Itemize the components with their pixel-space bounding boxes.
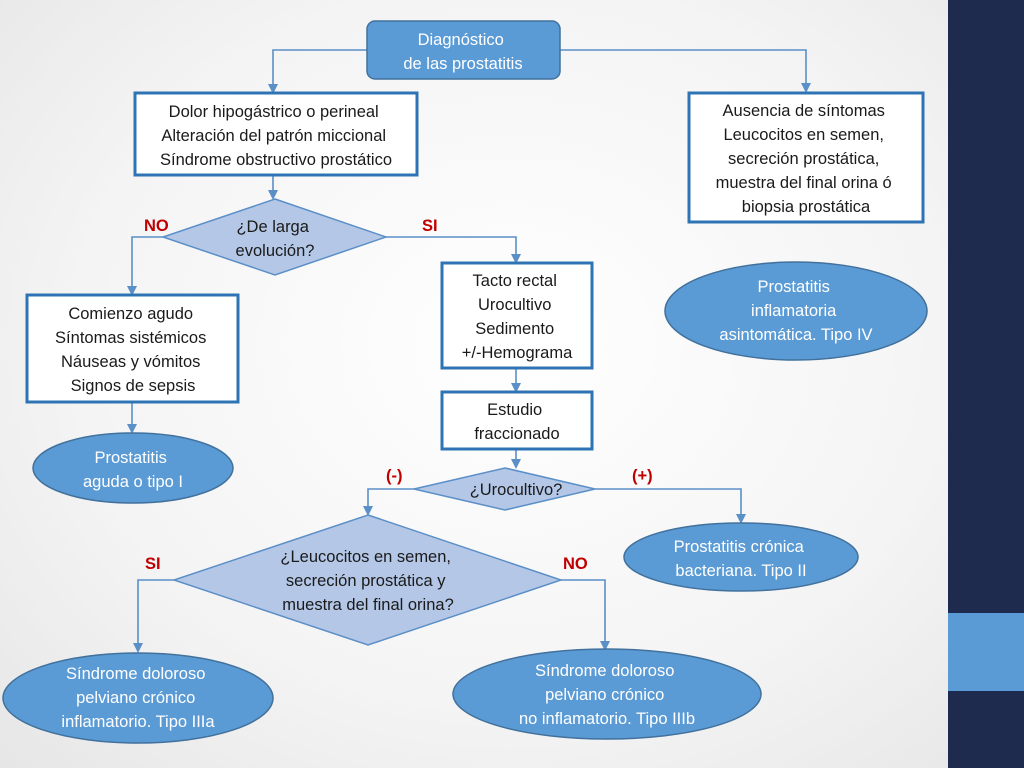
outcome-type3b-text: Síndrome doloroso pelviano crónico no in…: [519, 662, 695, 728]
outcome-type3b-ellipse: [452, 648, 762, 740]
connector-leukocyte-yes: [133, 579, 174, 653]
outcome-type2-ellipse: [623, 522, 859, 592]
acute-findings-box: [25, 293, 240, 404]
sidebar-dark-top: [948, 0, 1024, 613]
leukocyte-no-label: NO: [563, 555, 588, 573]
evolution-question-text: ¿De larga evolución?: [236, 218, 315, 260]
urine-question-diamond: [413, 467, 596, 511]
outcome-type4-text: Prostatitis inflamatoria asintomática. T…: [719, 278, 872, 344]
asymptomatic-text: Ausencia de síntomas Leucocitos en semen…: [716, 102, 897, 216]
leukocyte-question-text: ¿Leucocitos en semen, secreción prostáti…: [280, 548, 455, 614]
connector-leukocyte-no: [561, 579, 610, 651]
outcome-type1-text: Prostatitis aguda o tipo I: [83, 449, 183, 491]
sidebar-dark-bottom: [948, 691, 1024, 768]
evolution-no-label: NO: [144, 217, 169, 235]
outcome-type2-text: Prostatitis crónica bacteriana. Tipo II: [674, 538, 809, 580]
urine-question-text: ¿Urocultivo?: [470, 481, 563, 499]
tests-text: Tacto rectal Urocultivo Sedimento +/-Hem…: [462, 272, 573, 362]
title-text: Diagnóstico de las prostatitis: [403, 31, 522, 73]
connector-evolution-no: [127, 236, 163, 296]
asymptomatic-box: [687, 91, 925, 224]
connector-title-to-asymptomatic: [560, 49, 811, 93]
study-text: Estudio fraccionado: [474, 401, 559, 443]
leukocyte-yes-label: SI: [145, 555, 161, 573]
urine-negative-label: (-): [386, 467, 402, 485]
tests-box: [440, 261, 594, 370]
outcome-type3a-ellipse: [2, 652, 274, 744]
urine-positive-label: (+): [632, 467, 653, 485]
outcome-type3a-text: Síndrome doloroso pelviano crónico infla…: [61, 665, 215, 731]
study-box: [440, 390, 594, 451]
title-box: [366, 20, 561, 80]
evolution-question-diamond: [160, 198, 389, 276]
connector-title-to-symptoms: [268, 49, 367, 94]
symptoms-text: Dolor hipogástrico o perineal Alteración…: [160, 103, 392, 169]
acute-findings-text: Comienzo agudo Síntomas sistémicos Náuse…: [55, 305, 211, 395]
outcome-type1-ellipse: [32, 432, 234, 504]
connector-urine-negative: [363, 488, 414, 516]
outcome-type4-ellipse: [664, 261, 928, 361]
flowchart: Diagnóstico de las prostatitis Dolor hip…: [2, 20, 928, 744]
symptoms-box: [133, 91, 419, 177]
leukocyte-question-diamond: [171, 514, 564, 646]
evolution-yes-label: SI: [422, 217, 438, 235]
connector-urine-positive: [595, 488, 746, 524]
sidebar-accent-block: [948, 613, 1024, 691]
connector-evolution-yes: [386, 236, 521, 264]
